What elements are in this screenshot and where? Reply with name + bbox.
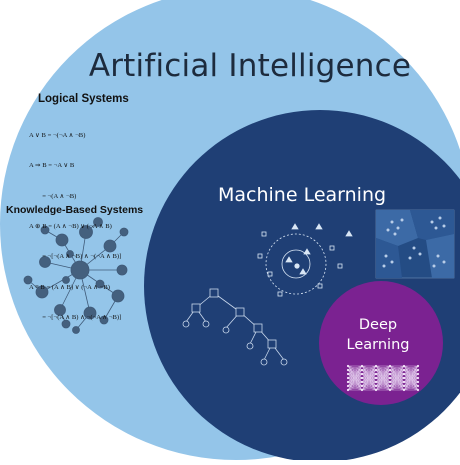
tree-diagram-icon [182, 288, 288, 366]
formula-line: = ¬(A ∧ ¬B) [29, 192, 77, 200]
ai-title: Artificial Intelligence [88, 48, 412, 84]
machine-learning-title: Machine Learning [218, 184, 387, 206]
formula-line: A ⇒ B = ¬A ∨ B [29, 162, 75, 170]
deep-learning-line1: Deep [358, 317, 398, 333]
formula-line: = ¬[¬(A ∧ B) ∧ ¬(¬A ∧ ¬B)] [29, 313, 122, 321]
formula-line: A ⊕ B = (A ∧ ¬B) ∨ (¬A ∧ B) [29, 223, 112, 231]
neural-network-icon [346, 364, 420, 392]
deep-learning-line2: Learning [346, 337, 410, 353]
logical-systems-title: Logical Systems [38, 93, 129, 105]
voronoi-clusters-icon [375, 209, 455, 279]
formula-line: A ≡ B = (A ∧ B) ∨ (¬A ∧ ¬B) [29, 283, 111, 291]
deep-learning-title: Deep Learning [322, 315, 434, 355]
formula-line: A ∨ B = ¬(¬A ∧ ¬B) [29, 132, 86, 140]
formula-line: = ¬[¬(A ∧ ¬B) ∧ ¬(¬A ∧ B)] [29, 253, 122, 261]
network-graph-icon [23, 217, 129, 334]
logic-formulas: A ∨ B = ¬(¬A ∧ ¬B) A ⇒ B = ¬A ∨ B = ¬(A … [29, 111, 179, 343]
cluster-scatter-icon [257, 223, 353, 297]
knowledge-based-systems-title: Knowledge-Based Systems [6, 204, 144, 216]
